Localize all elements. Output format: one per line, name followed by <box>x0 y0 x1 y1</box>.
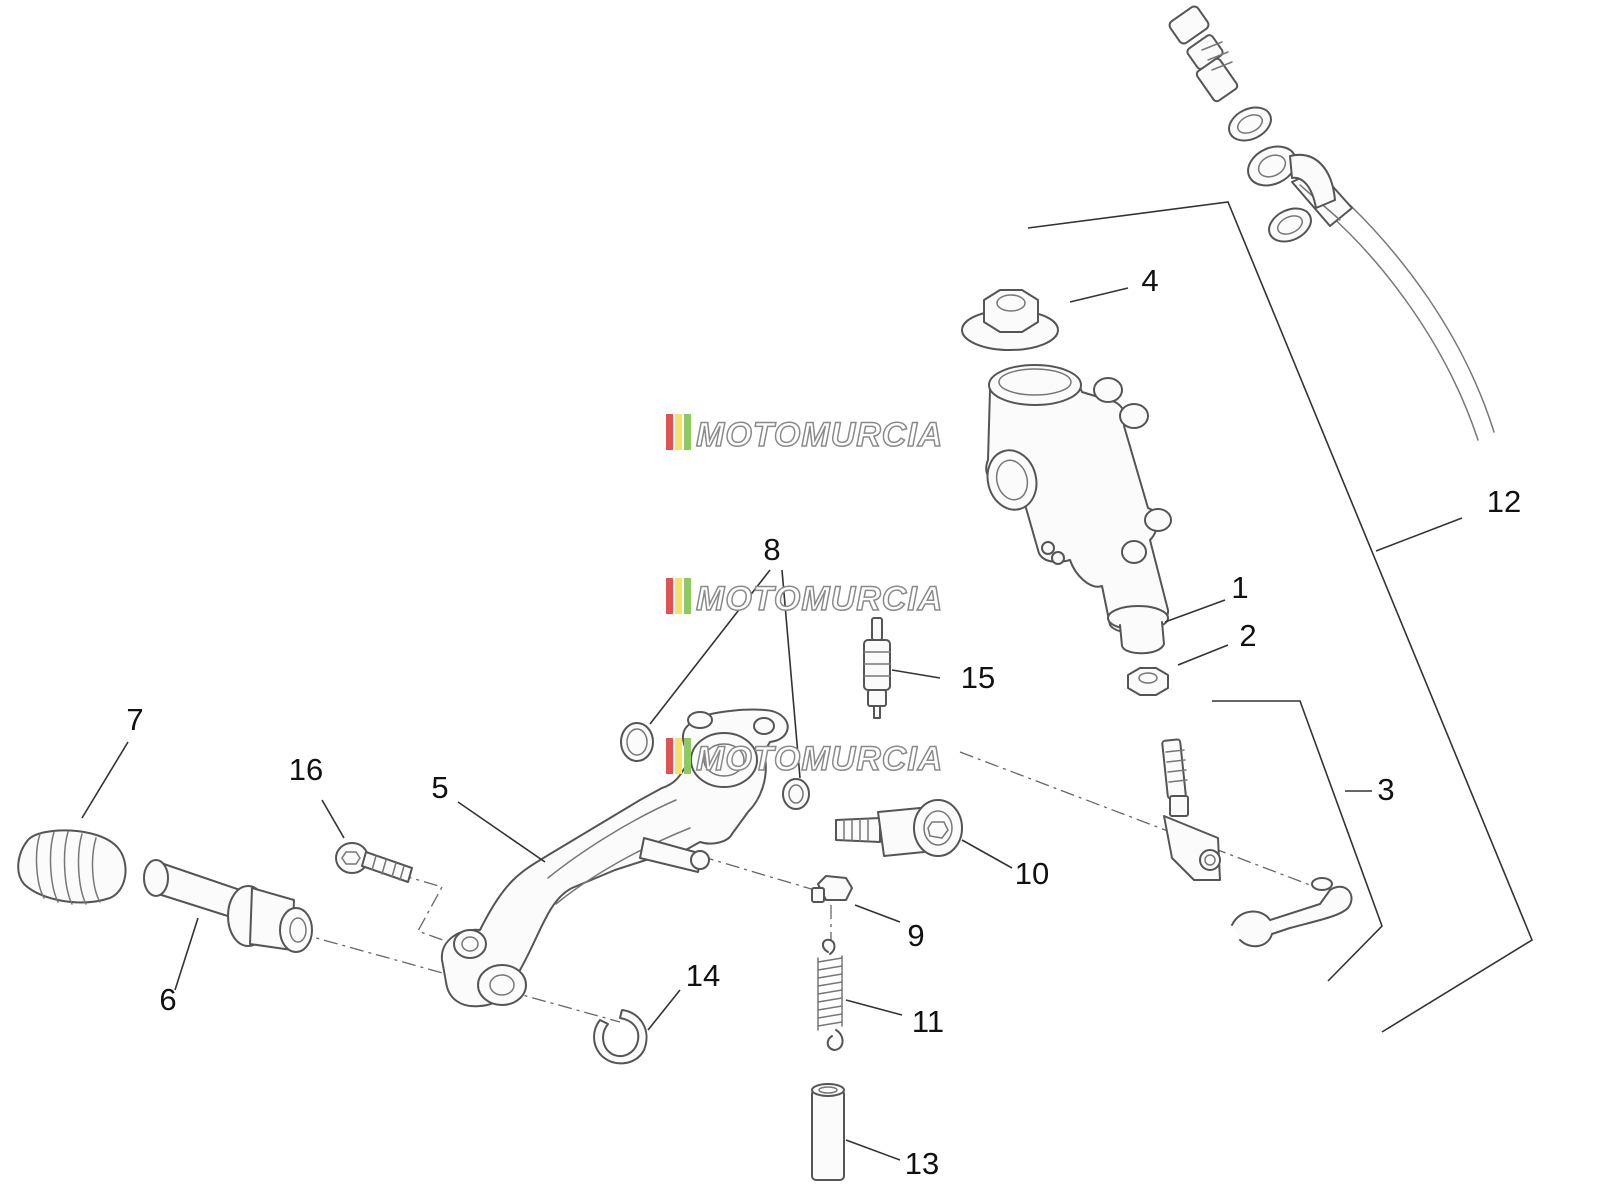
reservoir-cap <box>961 289 1059 351</box>
axis-pushrod <box>959 751 1311 886</box>
pivot-bolt <box>835 799 963 857</box>
bushing-tube <box>811 1083 845 1181</box>
watermark-stripe-red <box>666 414 673 450</box>
leader-9 <box>854 904 901 923</box>
leader-8b <box>781 569 801 779</box>
callout-9: 9 <box>907 918 924 953</box>
callout-1: 1 <box>1231 570 1248 605</box>
callout-15: 15 <box>961 660 995 695</box>
watermark-stripe-yellow <box>675 414 682 450</box>
leader-8a <box>649 569 771 725</box>
callout-10: 10 <box>1015 856 1049 891</box>
leader-13 <box>845 1139 901 1161</box>
banjo-fitting <box>1168 5 1239 103</box>
leader-2 <box>1177 644 1229 666</box>
watermark-bottom: MOTOMURCIA <box>666 738 943 779</box>
callout-2: 2 <box>1239 618 1256 653</box>
hex-nut <box>1127 667 1169 696</box>
watermark-stripe-red <box>666 738 673 774</box>
bracket-12 <box>1027 201 1533 1033</box>
o-ring-left <box>620 722 654 762</box>
watermark-top: MOTOMURCIA <box>666 414 943 455</box>
axis-pedal-clevis <box>699 855 819 892</box>
watermark-stripe-red <box>666 578 673 614</box>
leader-1 <box>1164 599 1226 623</box>
copper-washer <box>1228 106 1272 142</box>
callout-6: 6 <box>159 982 176 1017</box>
watermark-stripe-green <box>684 414 691 450</box>
brake-light-switch <box>863 617 891 719</box>
callout-4: 4 <box>1141 263 1158 298</box>
watermark-stripe-yellow <box>675 578 682 614</box>
watermark-text: MOTOMURCIA <box>696 580 943 618</box>
retaining-clip <box>1231 877 1353 948</box>
leader-16 <box>321 799 345 839</box>
master-cylinder <box>985 364 1172 655</box>
callout-14: 14 <box>686 958 720 993</box>
callout-12: 12 <box>1487 484 1521 519</box>
banjo-eye-fitting <box>1247 145 1336 209</box>
callout-8: 8 <box>763 532 780 567</box>
leader-5 <box>457 801 546 863</box>
watermark-stripe-yellow <box>675 738 682 774</box>
leader-14 <box>647 989 681 1031</box>
leader-12 <box>1375 517 1463 552</box>
pushrod-clevis <box>1161 738 1221 881</box>
circlip <box>593 1009 648 1065</box>
watermark-stripe-green <box>684 578 691 614</box>
watermark-text: MOTOMURCIA <box>696 416 943 454</box>
leader-7 <box>81 741 129 819</box>
o-ring-right <box>782 778 810 810</box>
watermark-stripe-green <box>684 738 691 774</box>
return-spring <box>817 938 844 1051</box>
leader-4 <box>1069 287 1129 303</box>
watermark-middle: MOTOMURCIA <box>666 578 943 619</box>
leader-11 <box>845 999 903 1016</box>
brake-hose <box>1291 169 1495 441</box>
small-bolt <box>811 875 853 903</box>
leader-15 <box>891 669 941 679</box>
watermark-text: MOTOMURCIA <box>696 740 943 778</box>
brake-pedal <box>440 708 789 1008</box>
leader-10 <box>961 839 1013 869</box>
callout-13: 13 <box>905 1146 939 1181</box>
pivot-pin <box>143 859 313 953</box>
callout-16: 16 <box>289 752 323 787</box>
callout-5: 5 <box>431 770 448 805</box>
copper-washer-lower <box>1268 207 1312 243</box>
bracket-3 <box>1212 700 1383 982</box>
callout-3: 3 <box>1377 772 1394 807</box>
callout-11: 11 <box>912 1004 944 1039</box>
cap-screw <box>335 842 413 883</box>
callout-7: 7 <box>126 702 143 737</box>
rubber-boot <box>17 829 127 905</box>
leader-6 <box>174 917 199 991</box>
